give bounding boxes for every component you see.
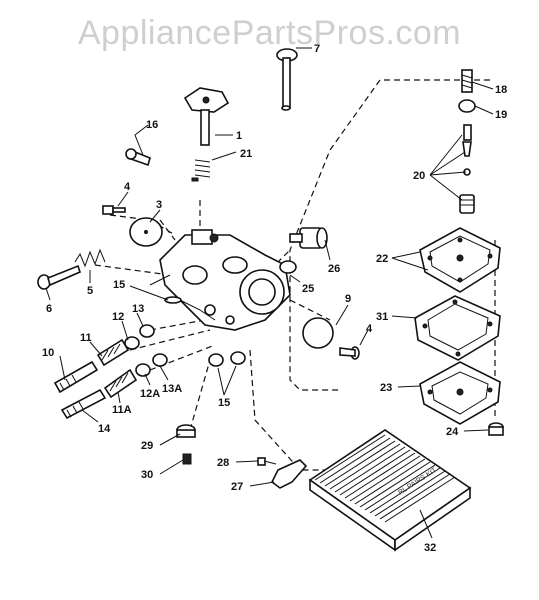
label-part-12a: 12A xyxy=(140,388,160,400)
part-5-spring xyxy=(74,248,106,268)
part-30-screw xyxy=(182,453,192,465)
part-28-screw xyxy=(257,457,277,466)
part-16-pin xyxy=(125,148,151,167)
label-part-21: 21 xyxy=(240,148,252,160)
label-part-11: 11 xyxy=(80,332,92,344)
part-21-spring xyxy=(191,159,211,182)
label-part-4-lower: 4 xyxy=(366,323,373,335)
label-part-5: 5 xyxy=(87,285,93,297)
part-31-gasket xyxy=(414,295,501,361)
part-11a-spring xyxy=(103,368,138,399)
label-part-16: 16 xyxy=(146,119,158,131)
label-part-24: 24 xyxy=(446,426,459,438)
part-9-disc xyxy=(302,317,334,349)
part-4-screw-lower xyxy=(339,346,360,360)
label-part-31: 31 xyxy=(376,311,388,323)
part-25-plug xyxy=(279,260,297,274)
part-number-labels: 7 1 21 16 4 3 5 6 26 25 15 9 4 12 13 11 … xyxy=(42,43,507,554)
label-part-10: 10 xyxy=(42,347,54,359)
part-3-disc xyxy=(129,217,163,247)
part-18-screw xyxy=(461,69,473,93)
leader-lines xyxy=(45,47,494,539)
label-part-22: 22 xyxy=(376,253,388,265)
part-11-spring xyxy=(96,338,130,367)
label-part-7: 7 xyxy=(314,43,320,55)
part-13-ring xyxy=(139,324,155,338)
label-part-9: 9 xyxy=(345,293,351,305)
label-part-15-bottom: 15 xyxy=(218,397,230,409)
carburetor-body xyxy=(149,229,291,331)
part-14-needle-screw xyxy=(60,388,107,420)
label-part-14: 14 xyxy=(98,423,111,435)
part-24-screw xyxy=(488,422,504,436)
label-part-13: 13 xyxy=(132,303,144,315)
part-12a-ring xyxy=(135,363,151,377)
part-27-clip xyxy=(270,459,308,489)
part-22-gasket xyxy=(419,227,501,293)
label-part-19: 19 xyxy=(495,109,507,121)
label-part-23: 23 xyxy=(380,382,392,394)
label-part-32: 32 xyxy=(424,542,436,554)
label-part-27: 27 xyxy=(231,481,243,493)
part-13a-ring xyxy=(152,353,168,367)
label-part-30: 30 xyxy=(141,469,153,481)
label-part-13a: 13A xyxy=(162,383,182,395)
label-part-12: 12 xyxy=(112,311,124,323)
label-part-18: 18 xyxy=(495,84,507,96)
part-26-fitting xyxy=(289,227,328,249)
part-29-plug xyxy=(176,424,196,438)
label-part-26: 26 xyxy=(328,263,340,275)
label-part-3: 3 xyxy=(156,199,162,211)
label-part-28: 28 xyxy=(217,457,229,469)
part-10-needle-screw xyxy=(53,360,99,394)
part-23-diaphragm xyxy=(419,361,501,425)
label-part-15-top: 15 xyxy=(113,279,125,291)
part-15-pieces xyxy=(164,296,246,367)
part-12-ring xyxy=(124,336,140,350)
part-6-screw xyxy=(37,264,81,290)
label-part-29: 29 xyxy=(141,440,153,452)
label-part-25: 25 xyxy=(302,283,314,295)
watermark-text: AppliancePartsPros.com xyxy=(77,14,462,52)
label-part-4-top: 4 xyxy=(124,181,131,193)
part-7-screw xyxy=(276,48,298,111)
part-19-ring xyxy=(458,99,476,113)
part-4-screw-top xyxy=(102,205,126,215)
label-part-1: 1 xyxy=(236,130,242,142)
label-part-20: 20 xyxy=(413,170,425,182)
label-part-6: 6 xyxy=(46,303,52,315)
label-part-11a: 11A xyxy=(112,404,132,416)
part-32-repair-kit-box xyxy=(308,429,472,552)
part-1-throttle-shaft xyxy=(183,87,230,146)
